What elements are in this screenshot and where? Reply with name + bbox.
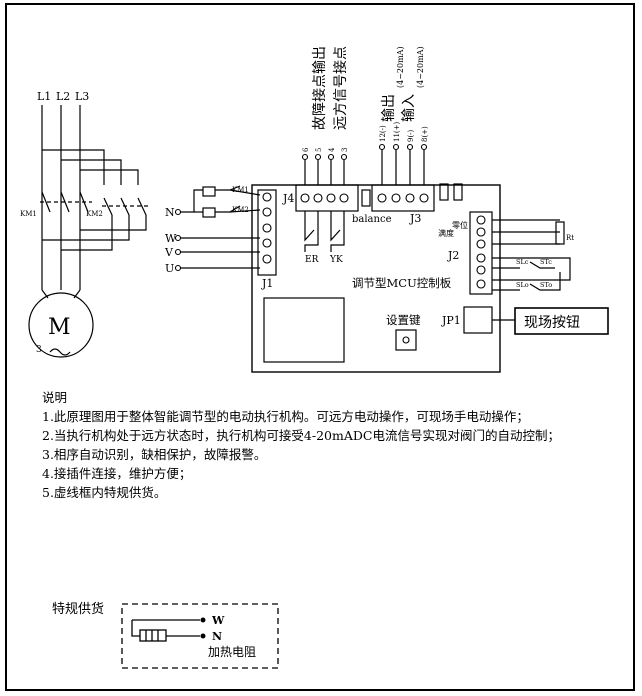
- note-item-3: 3.相序自动识别，缺相保护，故障报警。: [42, 447, 267, 462]
- label-travel: 满度: [438, 228, 454, 238]
- notes-heading: 说明: [42, 390, 68, 405]
- connector-j4: [295, 184, 359, 212]
- setting-key-button[interactable]: [395, 329, 417, 351]
- heater-resistor: [139, 629, 167, 642]
- label-l1: L1: [37, 90, 51, 103]
- label-remote-signal: 远方信号接点: [332, 46, 349, 130]
- motor-symbol: [28, 292, 94, 358]
- connector-j2: [469, 211, 493, 295]
- setting-key-label: 设置键: [386, 313, 421, 327]
- label-output-range: (4~20mA): [396, 46, 405, 88]
- label-input: 输入: [401, 94, 417, 122]
- label-fault-output: 故障接点输出: [311, 46, 328, 130]
- label-slo: SLo: [516, 281, 529, 289]
- pot-travel: [439, 183, 449, 201]
- display-box: [263, 297, 345, 363]
- label-stc: STc: [540, 258, 552, 266]
- label-jp1: JP1: [441, 314, 461, 327]
- label-input-range: (4~20mA): [416, 46, 425, 88]
- connector-j3: [371, 184, 435, 212]
- label-slc: SLc: [516, 258, 529, 266]
- local-button-box[interactable]: [514, 307, 609, 335]
- label-sto: STo: [540, 281, 552, 289]
- terminal-num-11: 11(+): [393, 121, 401, 142]
- pot-balance: [361, 189, 371, 207]
- label-er: ER: [305, 255, 319, 265]
- label-yk: YK: [329, 255, 343, 265]
- special-heater-label: 加热电阻: [208, 645, 256, 659]
- label-balance: balance: [352, 214, 392, 225]
- terminal-num-9: 9(-): [407, 129, 415, 142]
- connector-jp1: [463, 306, 493, 334]
- terminal-w: W: [165, 232, 177, 245]
- terminal-v: V: [164, 246, 174, 259]
- label-zero: 零位: [452, 220, 468, 230]
- label-j2: J2: [447, 249, 459, 262]
- terminal-num-4: 4: [328, 147, 336, 152]
- label-l3: L3: [75, 90, 89, 103]
- terminal-u: U: [165, 262, 174, 275]
- relay-coil-km1: [202, 186, 216, 197]
- note-item-2: 2.当执行机构处于远方状态时，执行机构可接受4-20mADC电流信号实现对阀门的…: [42, 428, 560, 443]
- special-supply-title: 特规供货: [52, 602, 105, 617]
- label-j4: J4: [282, 192, 294, 205]
- terminal-num-8: 8(+): [421, 126, 429, 142]
- relay-label-km1: KM1: [232, 186, 249, 194]
- notes-section: 说明 1.此原理图用于整体智能调节型的电动执行机构。可远方电动操作，可现场手电动…: [42, 388, 560, 502]
- special-n: N: [212, 630, 222, 643]
- label-l2: L2: [56, 90, 70, 103]
- label-km1: KM1: [20, 210, 37, 218]
- label-km2: KM2: [86, 210, 103, 218]
- motor-letter: M: [48, 315, 71, 340]
- terminal-num-3: 3: [341, 148, 349, 152]
- resistor-rt: [555, 221, 565, 245]
- terminal-num-6: 6: [302, 147, 310, 152]
- terminal-num-5: 5: [315, 148, 323, 152]
- diagram-frame: [5, 3, 635, 691]
- label-j3: J3: [409, 212, 421, 225]
- pot-zero: [453, 183, 463, 201]
- relay-label-km2: KM2: [232, 206, 249, 214]
- terminal-num-12: 12(-): [379, 125, 387, 142]
- label-rt: Rt: [566, 234, 574, 242]
- connector-j1: [257, 189, 277, 276]
- board-title: 调节型MCU控制板: [352, 276, 452, 290]
- motor-phase: 3: [36, 345, 42, 355]
- terminal-n: N: [165, 206, 175, 219]
- relay-coil-km2: [202, 207, 216, 218]
- note-item-5: 5.虚线框内特规供货。: [42, 485, 167, 500]
- note-item-4: 4.接插件连接，维护方便；: [42, 466, 192, 481]
- note-item-1: 1.此原理图用于整体智能调节型的电动执行机构。可远方电动操作，可现场手电动操作；: [42, 409, 529, 424]
- special-w: W: [211, 614, 225, 627]
- local-button-label[interactable]: 现场按钮: [524, 315, 580, 331]
- label-j1: J1: [261, 277, 273, 290]
- label-output: 输出: [381, 94, 397, 122]
